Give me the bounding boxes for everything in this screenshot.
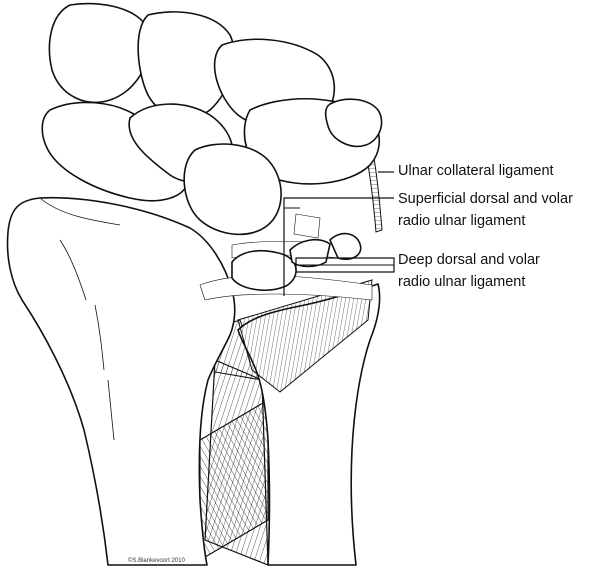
label-ulnar-collateral-ligament: Ulnar collateral ligament <box>398 163 554 179</box>
carpal-bones <box>41 2 383 236</box>
label-leaders <box>283 171 395 296</box>
radius-bone <box>6 196 236 566</box>
label-deep-line2: radio ulnar ligament <box>398 274 526 290</box>
label-superficial-line1: Superficial dorsal and volar <box>398 191 573 207</box>
copyright-text: ©S.Blankevoort 2010 <box>128 558 185 564</box>
label-deep-line1: Deep dorsal and volar <box>398 252 540 268</box>
label-superficial-line2: radio ulnar ligament <box>398 213 526 229</box>
ligament-complex <box>199 213 373 301</box>
